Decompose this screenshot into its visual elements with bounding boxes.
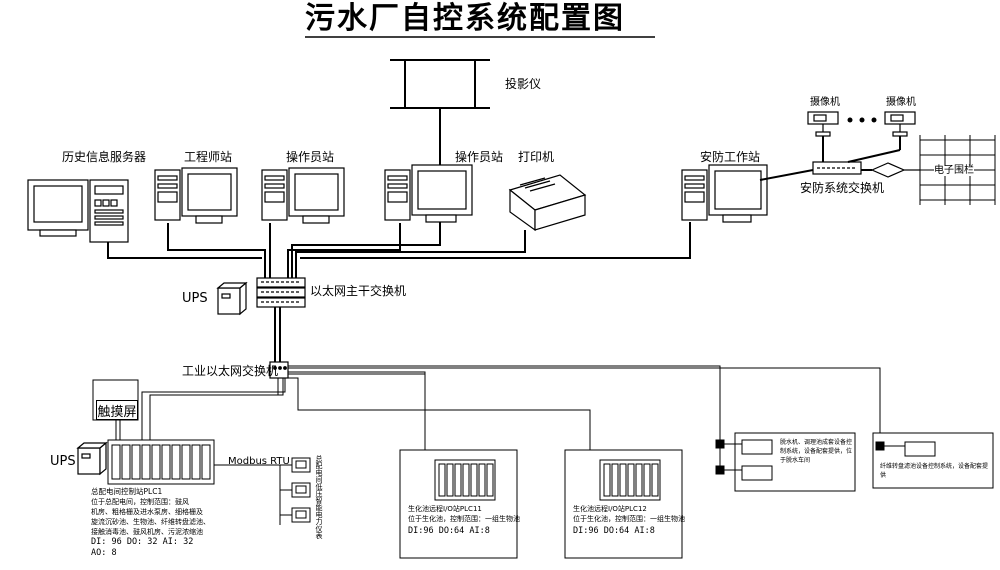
plc12-desc: 位于生化池，控制范围：一组生物池	[573, 515, 685, 523]
plc1-desc-line-3: 旋流沉砂池、生物池、纤维转盘滤池、	[91, 518, 210, 526]
projector-bus	[390, 59, 490, 165]
history-server-icon	[27, 179, 129, 243]
fence-controller-icon	[870, 162, 920, 178]
printer-label: 打印机	[518, 150, 555, 164]
plc1-rack-icon	[107, 439, 215, 485]
history-server-label: 历史信息服务器	[62, 150, 147, 164]
projector-label: 投影仪	[505, 77, 542, 91]
plc1-title: 总配电间控制站PLC1	[91, 487, 163, 496]
operator-station-2-label: 操作员站	[455, 150, 504, 164]
security-switch-icon	[812, 161, 862, 175]
vendor-system-1-desc: 脱水机、调理池成套设备控制系统，设备配套提供，位于脱水车间	[780, 439, 853, 464]
camera-2-icon	[884, 111, 916, 137]
vendor-system-2-panel	[872, 432, 994, 489]
ups-2-label: UPS	[50, 454, 76, 469]
engineer-station-icon	[154, 167, 238, 224]
vendor-1-connectors	[715, 439, 742, 475]
ups-1-icon	[216, 281, 248, 316]
upper-network-cables	[107, 136, 901, 278]
vendor-2-connector	[875, 441, 905, 451]
plc12-panel	[564, 449, 683, 559]
modbus-label: Modbus RTU	[228, 456, 290, 467]
industrial-switch-icon	[269, 361, 289, 379]
plc1-desc-line-1: 位于总配电间，控制范围：鼓风	[91, 498, 189, 506]
electronic-fence-icon	[919, 135, 996, 205]
printer-icon	[508, 174, 587, 232]
plc1-desc-line-4: 接触消毒池、鼓风机房、污泥浓缩池	[91, 528, 203, 536]
plc12-io: DI:96 DO:64 AI:8	[573, 526, 655, 536]
engineer-station-label: 工程师站	[184, 150, 233, 164]
security-station-label: 安防工作站	[700, 150, 761, 164]
field-network-cables	[141, 365, 881, 455]
plc11-title: 生化池远程I/O站PLC11	[408, 505, 482, 513]
plc11-desc: 位于生化池，控制范围：一组生物池	[408, 515, 520, 523]
security-switch-label: 安防系统交换机	[800, 181, 885, 195]
industrial-switch-label: 工业以太网交换机	[182, 364, 279, 378]
page-title: 污水厂自控系统配置图	[305, 1, 625, 36]
ups-2-icon	[76, 441, 108, 476]
operator-station-1-icon	[261, 167, 345, 224]
operator-station-1-label: 操作员站	[286, 150, 335, 164]
plc1-desc-line-2: 机房、粗格栅及进水泵房、细格栅及	[91, 508, 203, 516]
camera-1-label: 摄像机	[810, 97, 840, 108]
touch-screen: 触摸屏	[96, 400, 138, 420]
touch-screen-link	[92, 379, 139, 440]
plc11-io: DI:96 DO:64 AI:8	[408, 526, 490, 536]
vendor-system-2-desc: 纤维转盘滤池设备控制系统，设备配套提供	[880, 463, 989, 479]
power-meter-icons	[291, 457, 311, 523]
camera-1-icon	[807, 111, 839, 137]
vendor-system-1-panel	[734, 432, 856, 492]
plc1-io-line-2: AO: 8	[91, 548, 117, 558]
ellipsis-dots	[847, 117, 877, 123]
main-to-industrial-cable	[274, 307, 281, 362]
electronic-fence-label: 电子围栏	[934, 165, 974, 176]
power-meter-label: 总配电间低压智能电力仪表	[315, 455, 323, 539]
plc1-description: 总配电间控制站PLC1 位于总配电间，控制范围：鼓风 机房、粗格栅及进水泵房、细…	[91, 487, 219, 537]
operator-station-2-icon	[384, 164, 473, 223]
ups-1-label: UPS	[182, 291, 208, 306]
camera-2-label: 摄像机	[886, 97, 916, 108]
plc1-io-line-1: DI: 96 DO: 32 AI: 32	[91, 537, 194, 547]
main-switch-label: 以太网主干交换机	[310, 284, 407, 298]
plc12-title: 生化池远程I/O站PLC12	[573, 505, 647, 513]
modbus-cable	[214, 464, 292, 525]
security-station-icon	[681, 164, 768, 223]
plc11-panel	[399, 449, 518, 559]
main-switch-icon	[256, 277, 306, 308]
